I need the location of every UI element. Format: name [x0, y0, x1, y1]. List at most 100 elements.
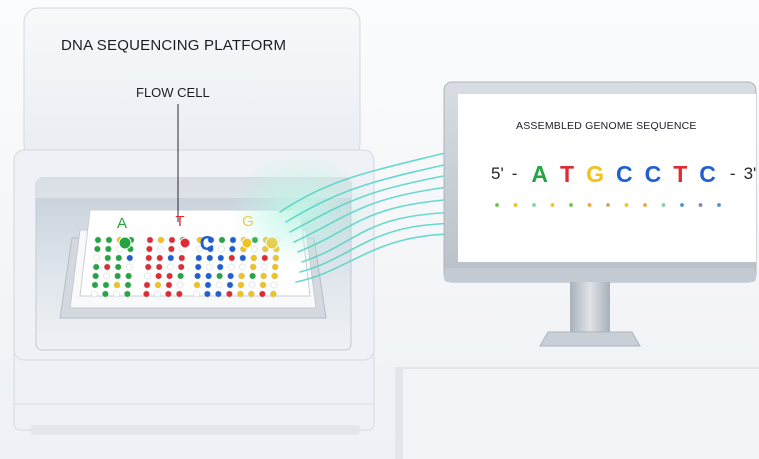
well: [125, 272, 132, 280]
sequence-base: T: [560, 160, 575, 187]
well: [271, 263, 279, 271]
well: [259, 290, 266, 298]
monitor: [443, 81, 757, 347]
well: [165, 290, 172, 298]
well: [143, 281, 151, 289]
well: [218, 245, 225, 253]
well: [94, 245, 101, 253]
signal-dot: [550, 203, 555, 207]
well: [215, 281, 223, 289]
signal-dot: [643, 203, 647, 207]
well: [196, 236, 204, 244]
monitor-foot: [539, 331, 641, 347]
well: [193, 290, 200, 298]
well: [216, 272, 223, 280]
well: [270, 281, 278, 289]
well: [207, 245, 214, 253]
well: [155, 272, 162, 280]
well: [248, 281, 256, 289]
well: [93, 254, 101, 262]
well: [215, 290, 222, 298]
platform-title: DNA SEQUENCING PLATFORM: [61, 37, 287, 54]
five-prime-label: 5': [491, 164, 504, 183]
well: [146, 245, 153, 253]
well: [146, 236, 154, 244]
sequence-base: T: [673, 160, 688, 187]
well: [271, 272, 278, 280]
three-prime-label: 3': [743, 164, 757, 183]
well: [154, 281, 162, 289]
sequence-dash-left: -: [511, 164, 518, 183]
well: [177, 272, 184, 280]
well: [196, 245, 203, 253]
well: [91, 290, 98, 298]
well: [113, 281, 121, 289]
active-well: [179, 237, 191, 249]
well: [94, 236, 102, 244]
well: [229, 245, 236, 253]
instrument-base: [13, 349, 375, 431]
well: [229, 236, 237, 244]
signal-dot: [680, 203, 684, 207]
well: [155, 263, 163, 271]
signal-dot: [698, 203, 703, 207]
well: [217, 254, 225, 262]
well: [157, 236, 165, 244]
well: [102, 290, 109, 298]
monitor-screen: [458, 94, 756, 262]
well: [115, 254, 123, 262]
well: [227, 272, 234, 280]
fiber: [289, 169, 479, 233]
well: [166, 263, 174, 271]
signal-dot: [532, 203, 536, 207]
well: [166, 272, 173, 280]
well: [227, 263, 235, 271]
well: [157, 245, 164, 253]
well: [195, 254, 203, 262]
signal-dot: [569, 203, 573, 207]
well: [249, 263, 257, 271]
signal-dot: [513, 203, 518, 207]
well: [237, 290, 244, 298]
signal-dot: [606, 203, 610, 207]
well: [248, 290, 255, 298]
well: [226, 281, 234, 289]
well: [124, 290, 131, 298]
well: [124, 281, 132, 289]
screen-title: ASSEMBLED GENOME SEQUENCE: [516, 120, 697, 132]
sequence-base: G: [586, 160, 604, 187]
well: [167, 254, 175, 262]
well: [216, 263, 224, 271]
well: [143, 290, 150, 298]
signal-dot: [661, 203, 666, 207]
well: [178, 254, 186, 262]
well: [228, 254, 236, 262]
well: [249, 272, 256, 280]
sequence-base: C: [615, 160, 633, 187]
well: [259, 281, 267, 289]
well: [125, 263, 133, 271]
well: [114, 263, 122, 271]
well: [194, 272, 201, 280]
flow-cell-label: FLOW CELL: [136, 85, 210, 100]
well: [176, 281, 184, 289]
well: [177, 263, 185, 271]
well: [114, 272, 121, 280]
well: [250, 254, 258, 262]
well: [154, 290, 161, 298]
well: [156, 254, 164, 262]
desk-front: [395, 368, 403, 459]
signal-dots: [495, 203, 721, 207]
desk: [395, 368, 759, 459]
well: [126, 254, 134, 262]
well: [238, 263, 246, 271]
well: [104, 254, 112, 262]
well: [91, 281, 99, 289]
well: [206, 254, 214, 262]
signal-dot: [624, 203, 629, 207]
sequence-base: C: [644, 160, 662, 187]
well: [205, 272, 212, 280]
well: [144, 263, 152, 271]
genome-sequence: 5' - A T G C C T C - 3': [491, 157, 756, 191]
